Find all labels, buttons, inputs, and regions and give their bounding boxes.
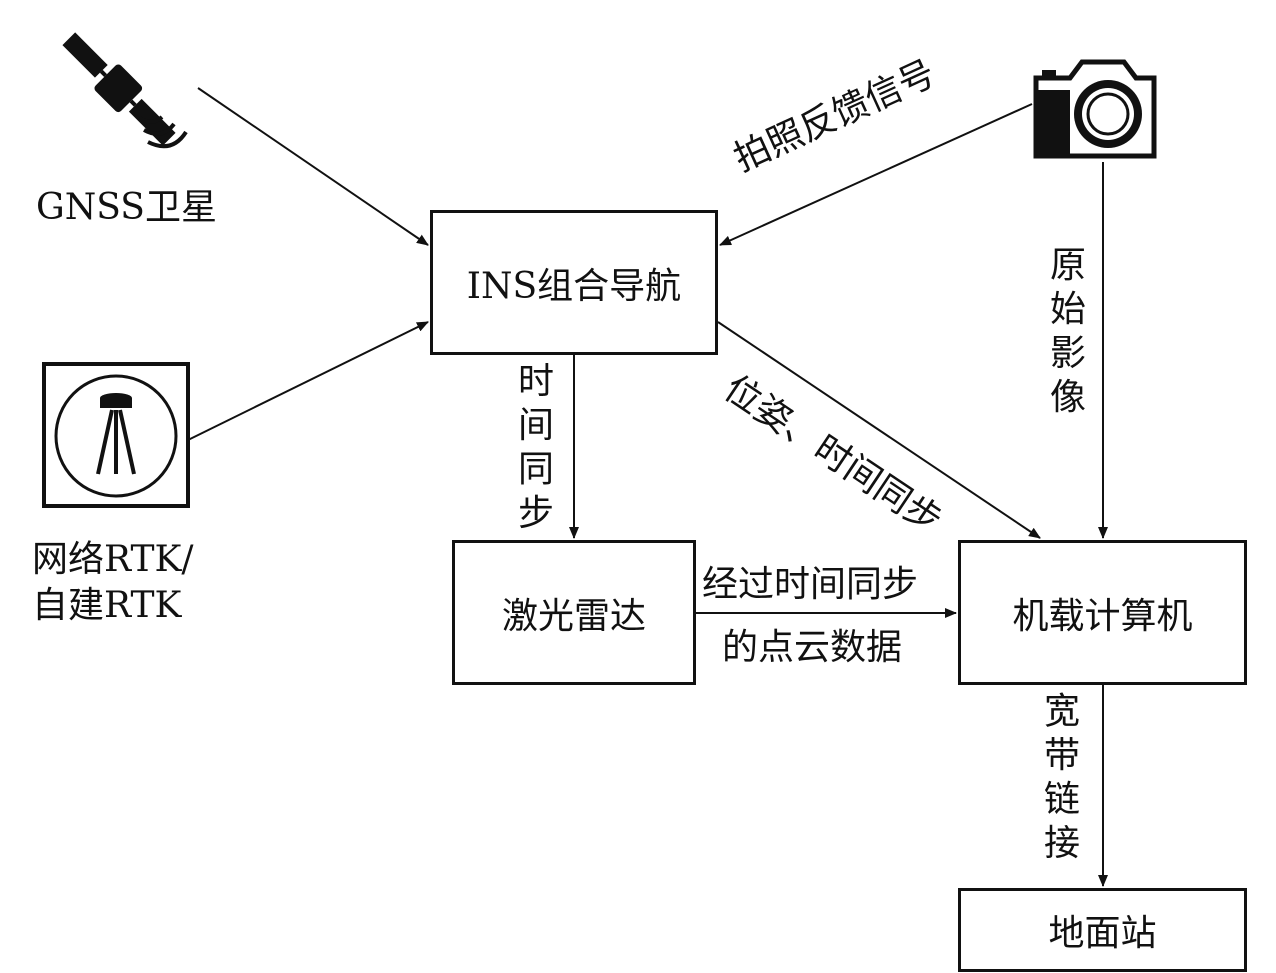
ins-navigation-box: INS组合导航 [430, 210, 718, 355]
lidar-label: 激光雷达 [501, 595, 646, 637]
edge-gnss-to-ins [197, 87, 429, 246]
edge-camera-to-ins [719, 103, 1033, 246]
onboard-computer-box: 机载计算机 [958, 540, 1247, 685]
rtk-label-line2: 自建RTK [32, 585, 182, 626]
lidar-box: 激光雷达 [452, 540, 696, 685]
time-sync-label: 时间同步 [517, 361, 554, 534]
satellite-icon [62, 32, 188, 149]
rtk-label-line1: 网络RTK/ [32, 539, 194, 580]
pointcloud-label-line1: 经过时间同步 [702, 564, 919, 605]
raw-image-label: 原始影像 [1049, 245, 1086, 418]
ground-station-box: 地面站 [958, 888, 1247, 972]
pointcloud-label-line2: 的点云数据 [722, 627, 903, 668]
camera-icon [1033, 59, 1157, 159]
edge-ins-to-computer [717, 321, 1041, 539]
onboard-computer-label: 机载计算机 [1012, 595, 1193, 637]
ground-station-label: 地面站 [1048, 913, 1157, 954]
broadband-link-label: 宽带链接 [1043, 691, 1080, 864]
gnss-satellite-label: GNSS卫星 [36, 187, 217, 228]
edge-rtk-to-ins [187, 321, 429, 441]
ins-navigation-label: INS组合导航 [466, 265, 682, 307]
rtk-base-station-icon [42, 362, 190, 508]
